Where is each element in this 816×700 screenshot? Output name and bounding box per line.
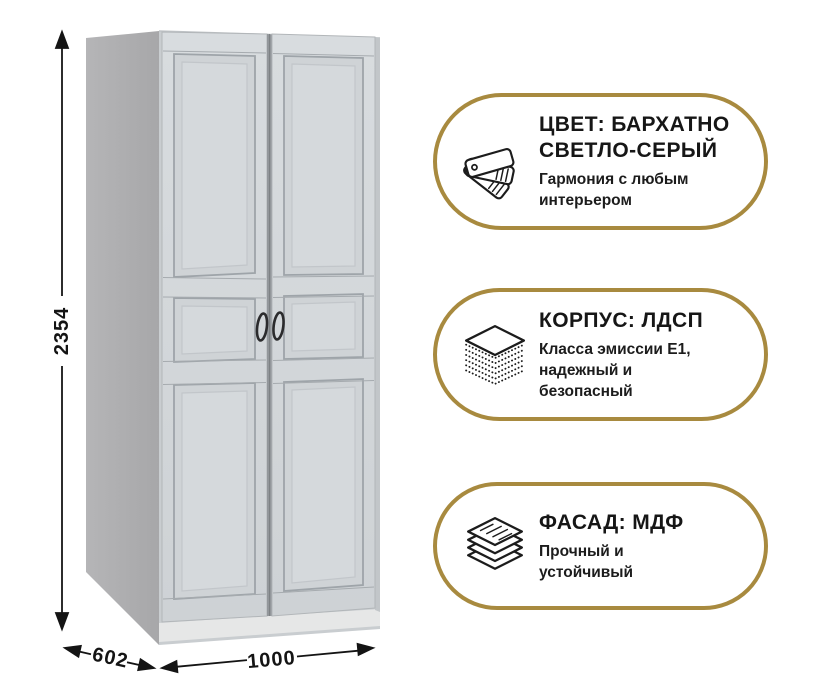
left-door [161,31,268,623]
width-dimension-arrow [159,642,376,674]
layered-chipboard-icon [451,322,539,388]
depth-dimension-arrow [62,644,157,672]
right-door [271,33,376,617]
feature-title: ЦВЕТ: БАРХАТНО СВЕТЛО-СЕРЫЙ [539,113,730,162]
left-door-rail-seams [162,50,267,600]
height-dimension-label: 2354 [51,307,73,356]
feature-card-body: КОРПУС: ЛДСП Класса эмиссии E1, надежный… [433,288,768,421]
right-door-handle [272,311,285,341]
depth-dimension-label: 602 [90,643,130,672]
height-dimension-arrow [54,29,70,632]
feature-title: КОРПУС: ЛДСП [539,308,704,332]
width-dimension-label: 1000 [246,647,296,673]
feature-description: Прочный и устойчивый [539,542,634,581]
feature-card-color: ЦВЕТ: БАРХАТНО СВЕТЛО-СЕРЫЙ Гармония с л… [433,93,768,230]
plinth [159,609,380,642]
right-edge-strip [375,37,380,612]
right-door-rail-seams [272,53,375,594]
color-swatch-fan-icon [451,123,539,201]
feature-title: ФАСАД: МДФ [539,510,684,534]
feature-card-facade: ФАСАД: МДФ Прочный и устойчивый [433,482,768,610]
feature-description: Класса эмиссии E1, надежный и безопасный [539,340,691,400]
side-panel [86,31,159,645]
feature-description: Гармония с любым интерьером [539,171,689,209]
stacked-mdf-sheets-icon [451,514,539,578]
left-door-handle [255,312,269,342]
